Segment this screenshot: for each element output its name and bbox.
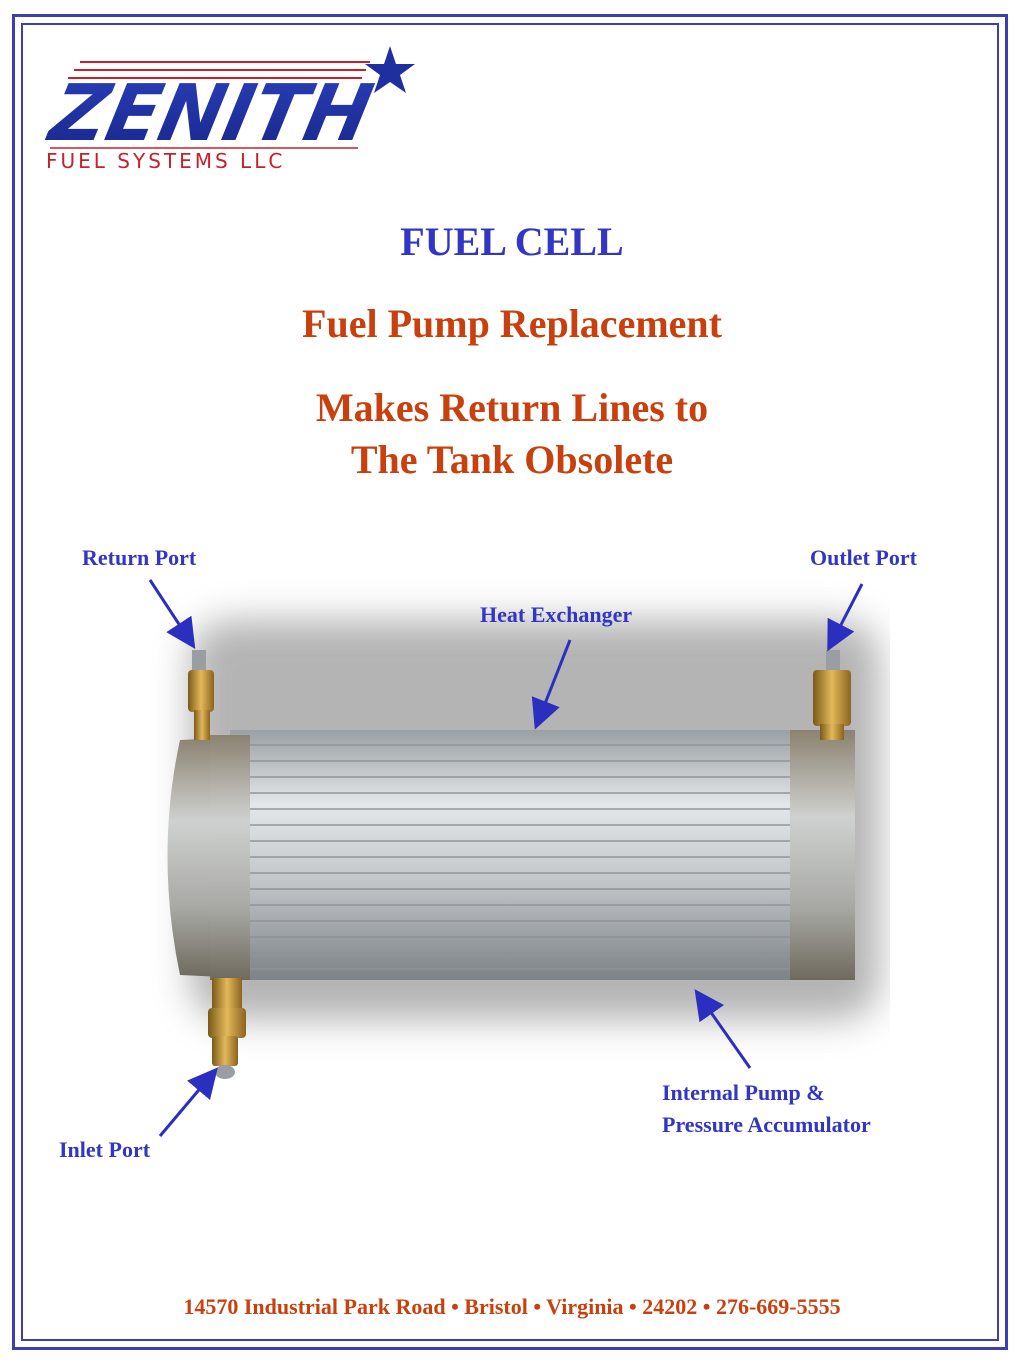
page-border-inner [21,23,999,1341]
svg-text:ZENITH: ZENITH [40,68,380,159]
footer-address: 14570 Industrial Park Road • Bristol • V… [183,1294,841,1319]
fuel-cell-image [167,620,880,1079]
label-return-port: Return Port [82,545,197,570]
label-internal-pump-line-1: Internal Pump & [662,1080,825,1105]
page-subtitle: Fuel Pump Replacement [302,301,722,346]
label-internal-pump: Internal Pump & Pressure Accumulator [662,1077,871,1141]
label-inlet-port: Inlet Port [59,1137,151,1162]
label-internal-pump-line-2: Pressure Accumulator [662,1112,871,1137]
page-border-outer [12,14,1008,1350]
label-outlet-port: Outlet Port [810,545,917,570]
label-heat-exchanger: Heat Exchanger [480,602,633,627]
tagline-line-2: The Tank Obsolete [350,437,674,482]
zenith-logo: ZENITH FUEL SYSTEMS LLC [40,46,415,173]
page-title: FUEL CELL [400,219,624,264]
tagline-line-1: Makes Return Lines to [315,385,709,430]
logo-subtitle: FUEL SYSTEMS LLC [46,149,285,173]
tagline: Makes Return Lines to The Tank Obsolete [0,382,1024,486]
